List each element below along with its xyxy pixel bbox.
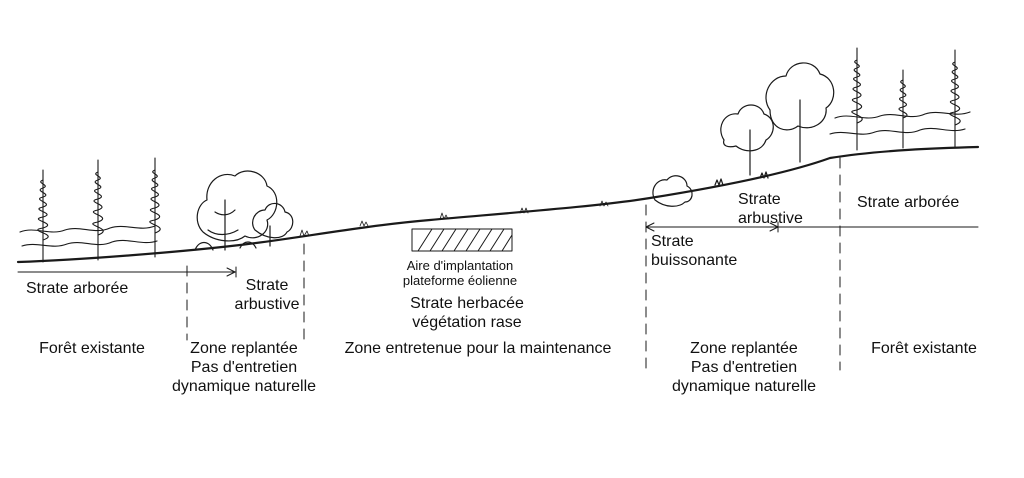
right-strate-arboree-label: Strate arborée — [857, 194, 960, 211]
zone-entretenue-label: Zone entretenue pour la maintenance — [344, 340, 612, 357]
right-strate-arbustive-label: Strate arbustive — [738, 191, 803, 227]
left-deciduous-trees — [194, 170, 294, 251]
left-conifer-trees — [19, 157, 161, 263]
right-deciduous-trees — [652, 62, 835, 207]
right-strate-buissonante-label: Strate buissonante — [651, 233, 738, 269]
left-zone-replantee-label: Zone replantée Pas d'entretien dynamique… — [171, 340, 317, 395]
right-conifer-trees — [829, 47, 971, 151]
platform-area — [411, 228, 513, 252]
zone-dividers — [186, 157, 841, 371]
strate-herbacee-label: Strate herbacée végétation rase — [410, 295, 524, 331]
grass-strokes — [299, 200, 609, 237]
right-zone-replantee-label: Zone replantée Pas d'entretien dynamique… — [671, 340, 817, 395]
dimension-lines — [17, 221, 979, 278]
left-foret-existante-label: Forêt existante — [39, 340, 145, 357]
left-strate-arbustive-label: Strate arbustive — [234, 277, 300, 313]
aire-implantation-label: Aire d'implantation plateforme éolienne — [402, 258, 518, 288]
left-strate-arboree-label: Strate arborée — [26, 280, 129, 297]
right-foret-existante-label: Forêt existante — [871, 340, 977, 357]
ground-line — [16, 145, 980, 264]
